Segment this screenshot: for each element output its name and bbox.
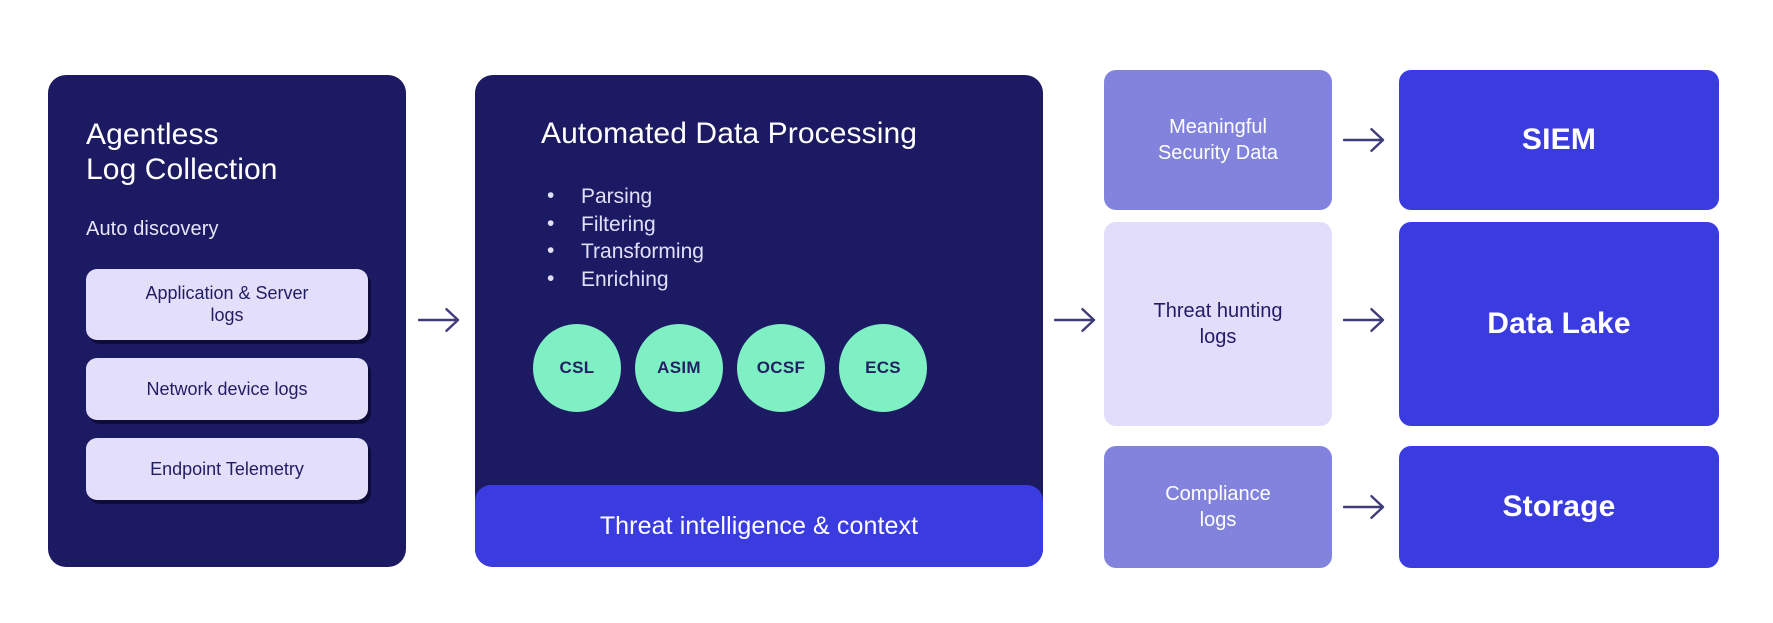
collection-title: Agentless Log Collection <box>86 118 278 187</box>
schema-circle-ocsf[interactable]: OCSF <box>737 323 825 412</box>
log-source-pill-network-device[interactable]: Network device logs <box>86 357 368 420</box>
threat-intelligence-bar[interactable]: Threat intelligence & context <box>475 485 1043 567</box>
processing-title: Automated Data Processing <box>541 117 918 150</box>
processing-step-list: Parsing Filtering Transforming Enriching <box>541 182 1043 294</box>
arrow-right-icon <box>417 303 463 337</box>
arrow-right-icon <box>1342 123 1388 157</box>
arrow-right-icon <box>1342 490 1388 524</box>
schema-circle-ecs[interactable]: ECS <box>839 323 927 412</box>
schema-circle-csl[interactable]: CSL <box>533 323 621 412</box>
output-box-meaningful-security-data[interactable]: Meaningful Security Data <box>1104 70 1332 210</box>
output-box-compliance-logs[interactable]: Compliance logs <box>1104 446 1332 568</box>
log-source-pill-endpoint-telemetry[interactable]: Endpoint Telemetry <box>86 437 368 500</box>
log-source-list: Application & Server logs Network device… <box>86 268 368 500</box>
schema-circle-asim[interactable]: ASIM <box>635 323 723 412</box>
processing-step-transforming: Transforming <box>541 237 1043 266</box>
destination-box-storage[interactable]: Storage <box>1399 446 1719 568</box>
processing-step-filtering: Filtering <box>541 210 1043 239</box>
destination-box-siem[interactable]: SIEM <box>1399 70 1719 210</box>
agentless-log-collection-panel: Agentless Log Collection Auto discovery … <box>48 75 406 567</box>
automated-data-processing-panel: Automated Data Processing Parsing Filter… <box>475 75 1043 567</box>
schema-circle-row: CSL ASIM OCSF ECS <box>533 323 1043 412</box>
arrow-right-icon <box>1342 303 1388 337</box>
collection-subtitle: Auto discovery <box>86 217 219 240</box>
destination-box-data-lake[interactable]: Data Lake <box>1399 222 1719 426</box>
arrow-right-icon <box>1053 303 1099 337</box>
processing-step-parsing: Parsing <box>541 182 1043 211</box>
log-source-pill-application-server[interactable]: Application & Server logs <box>86 268 368 340</box>
processing-step-enriching: Enriching <box>541 265 1043 294</box>
output-box-threat-hunting-logs[interactable]: Threat hunting logs <box>1104 222 1332 426</box>
